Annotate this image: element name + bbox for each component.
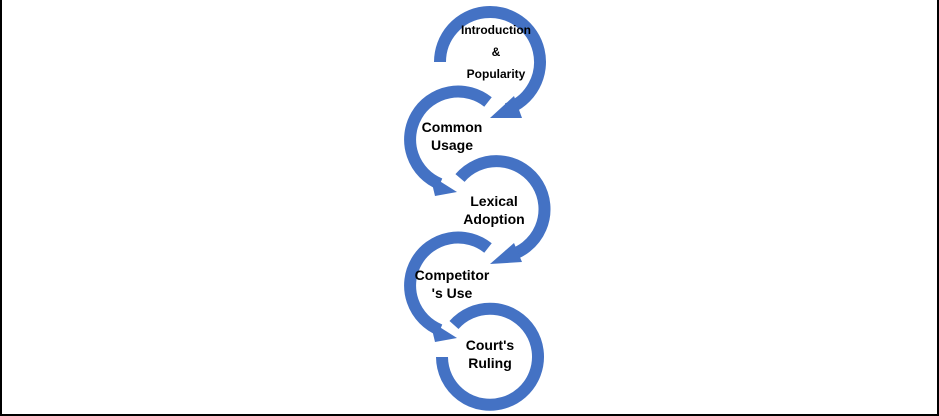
step-lexical-adoption: Lexical Adoption xyxy=(444,193,544,228)
step-4-line-1: Competitor xyxy=(414,267,490,283)
arrowhead-1 xyxy=(490,96,522,118)
step-introduction-popularity: Introduction & Popularity xyxy=(446,19,546,85)
step-common-usage: Common Usage xyxy=(402,119,502,154)
arrow-arc-4 xyxy=(404,231,492,336)
step-1-line-2: & xyxy=(491,45,501,59)
step-courts-ruling: Court's Ruling xyxy=(440,337,540,372)
step-competitors-use: Competitor 's Use xyxy=(402,267,502,302)
step-1-line-1: Introduction xyxy=(461,23,531,37)
step-4-line-2: 's Use xyxy=(431,284,473,301)
step-3-line-1: Lexical xyxy=(470,193,518,209)
step-5-line-2: Ruling xyxy=(468,354,512,371)
arrowhead-4 xyxy=(430,321,457,342)
arrow-arc-5 xyxy=(436,302,544,411)
step-5-line-1: Court's xyxy=(465,337,515,353)
arrowhead-3 xyxy=(490,243,522,264)
arrow-arc-2 xyxy=(404,85,492,190)
step-2-line-1: Common xyxy=(421,119,483,135)
step-1-line-3: Popularity xyxy=(466,67,526,81)
arrowhead-2 xyxy=(430,175,457,196)
step-3-line-2: Adoption xyxy=(463,210,525,227)
arrow-arc-3 xyxy=(455,155,551,262)
arrow-arc-1 xyxy=(434,6,546,115)
step-2-line-2: Usage xyxy=(430,136,474,153)
